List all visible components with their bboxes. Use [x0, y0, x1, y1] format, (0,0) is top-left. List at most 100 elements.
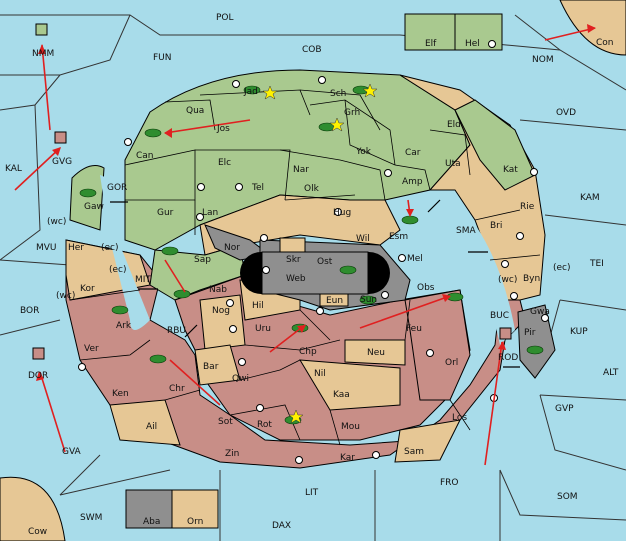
region-neu [344, 339, 406, 366]
sea-borders [0, 14, 626, 541]
label-wc3: (wc) [498, 275, 517, 285]
label-can: Can [136, 151, 154, 161]
label-jad: Jad [243, 87, 258, 97]
label-mou: Mou [341, 422, 360, 432]
label-wc2: (wc) [56, 291, 75, 301]
label-rod: ROD [498, 353, 518, 363]
label-sam: Sam [404, 447, 424, 457]
unit-markers [32, 23, 512, 360]
label-dor: DOR [28, 371, 48, 381]
region-sap [149, 244, 246, 301]
label-cob: COB [302, 45, 322, 55]
label-pol: POL [216, 13, 234, 23]
arrow-heads [36, 24, 596, 381]
region-kaa [299, 359, 401, 411]
label-esm: Esm [389, 232, 408, 242]
label-orl: Orl [445, 358, 458, 368]
label-rie: Rie [520, 202, 535, 212]
label-mit: MIT [135, 275, 151, 285]
label-nom: NOM [532, 55, 554, 65]
label-chp: Chp [299, 347, 317, 357]
region-ail [109, 399, 181, 446]
label-sap: Sap [194, 255, 211, 265]
label-byn: Byn [523, 274, 540, 284]
label-zin: Zin [225, 449, 239, 459]
label-tel: Tel [251, 183, 264, 193]
label-kat: Kat [503, 165, 518, 175]
label-hel: Hel [465, 39, 480, 49]
label-gvp: GVP [555, 404, 574, 414]
label-pir: Pir [524, 328, 536, 338]
label-con: Con [596, 38, 614, 48]
label-eld: Eld [447, 120, 461, 130]
supply-centers [78, 40, 549, 464]
label-gor: GOR [107, 183, 127, 193]
label-neu: Neu [367, 348, 385, 358]
label-her: Her [68, 243, 84, 253]
label-dax: DAX [272, 521, 291, 531]
label-aba: Aba [143, 517, 160, 527]
label-yok: Yok [355, 147, 372, 157]
label-elf: Elf [425, 39, 437, 49]
region-labels: POL COB FUN NMM NOM OVD Con KAL GVG KAM … [5, 13, 619, 537]
label-olk: Olk [304, 184, 320, 194]
label-kor: Kor [80, 284, 95, 294]
region-sam [394, 419, 461, 463]
label-ken: Ken [112, 389, 129, 399]
internal-borders [69, 89, 541, 446]
label-gur: Gur [157, 208, 174, 218]
label-sun: Sun [360, 295, 377, 305]
label-ec3: (ec) [553, 263, 571, 273]
label-hil: Hil [252, 301, 264, 311]
order-arrows [14, 27, 596, 466]
label-ost: Ost [317, 257, 333, 267]
label-fun: FUN [153, 53, 172, 63]
label-alt: ALT [603, 368, 619, 378]
label-mel: Mel [407, 254, 423, 264]
label-ark: Ark [116, 321, 132, 331]
label-wil: Wil [356, 234, 370, 244]
region-pir [517, 304, 556, 379]
label-kaa: Kaa [333, 390, 350, 400]
region-nog [199, 294, 246, 351]
label-ec2: (ec) [109, 265, 127, 275]
label-rot: Rot [257, 420, 272, 430]
label-swm: SWM [80, 513, 102, 523]
label-nor: Nor [224, 243, 240, 253]
region-elf [404, 13, 456, 51]
label-uru: Uru [255, 324, 271, 334]
label-eun: Eun [326, 296, 343, 306]
label-sma: SMA [456, 226, 476, 236]
label-obs: Obs [417, 283, 435, 293]
label-lit: LIT [305, 488, 319, 498]
label-gva: GVA [62, 447, 82, 457]
label-tei: TEI [589, 259, 604, 269]
label-skr: Skr [286, 255, 301, 265]
label-bar: Bar [203, 362, 219, 372]
label-hug: Hug [333, 208, 351, 218]
label-nog: Nog [212, 306, 230, 316]
label-grh: Grh [344, 108, 360, 118]
label-lan: Lan [202, 208, 218, 218]
label-nmm: NMM [32, 49, 54, 59]
label-ovd: OVD [556, 108, 576, 118]
label-chr: Chr [169, 384, 185, 394]
label-buc: BUC [490, 311, 509, 321]
region-gaw [69, 165, 105, 231]
region-aba [125, 489, 173, 529]
label-amp: Amp [402, 177, 423, 187]
label-mvu: MVU [36, 243, 57, 253]
label-ail: Ail [146, 422, 157, 432]
star-icons [262, 83, 378, 424]
label-car: Car [405, 148, 421, 158]
label-sot: Sot [218, 417, 233, 427]
label-gvg: GVG [52, 157, 72, 167]
label-cow: Cow [28, 527, 47, 537]
label-rbu: RBU [167, 326, 186, 336]
label-nil: Nil [314, 369, 326, 379]
label-qwi: Qwi [232, 374, 249, 384]
label-ec1: (ec) [101, 243, 119, 253]
label-feu: Feu [406, 324, 422, 334]
